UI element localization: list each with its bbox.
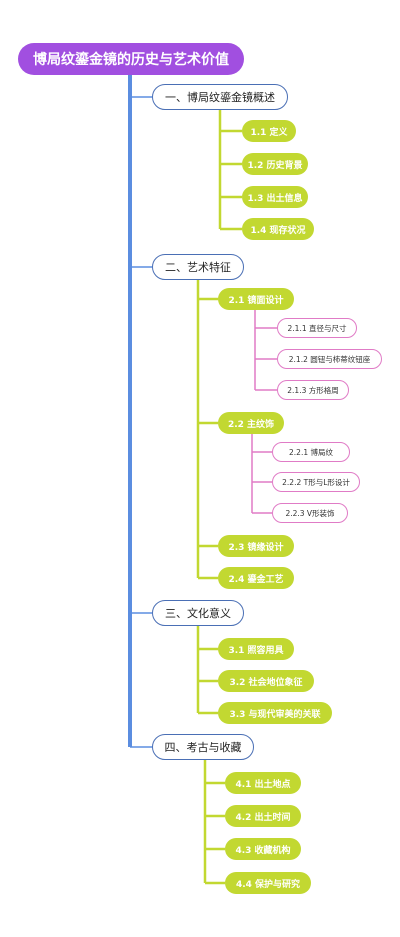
leaf-rim-design[interactable]: 2.3 镜缘设计 (218, 535, 294, 557)
subleaf-diameter-size[interactable]: 2.1.1 直径与尺寸 (277, 318, 357, 338)
subleaf-square-frame[interactable]: 2.1.3 方形格周 (277, 380, 349, 400)
section-cultural-meaning[interactable]: 三、文化意义 (152, 600, 244, 626)
section-overview[interactable]: 一、博局纹鎏金镜概述 (152, 84, 288, 110)
leaf-excavation-info[interactable]: 1.3 出土信息 (242, 186, 308, 208)
leaf-social-status[interactable]: 3.2 社会地位象征 (218, 670, 314, 692)
leaf-excavation-site[interactable]: 4.1 出土地点 (225, 772, 301, 794)
leaf-gilding-craft[interactable]: 2.4 鎏金工艺 (218, 567, 294, 589)
leaf-modern-aesthetics[interactable]: 3.3 与现代审美的关联 (218, 702, 332, 724)
leaf-excavation-time[interactable]: 4.2 出土时间 (225, 805, 301, 827)
leaf-current-status[interactable]: 1.4 现存状况 (242, 218, 314, 240)
subleaf-v-decoration[interactable]: 2.2.3 V形装饰 (272, 503, 348, 523)
subleaf-boju-pattern[interactable]: 2.2.1 博局纹 (272, 442, 350, 462)
leaf-collection-institution[interactable]: 4.3 收藏机构 (225, 838, 301, 860)
leaf-grooming-tool[interactable]: 3.1 照容用具 (218, 638, 294, 660)
root-topic[interactable]: 博局纹鎏金镜的历史与艺术价值 (18, 43, 244, 75)
leaf-mirror-design[interactable]: 2.1 镜面设计 (218, 288, 294, 310)
leaf-protection-research[interactable]: 4.4 保护与研究 (225, 872, 311, 894)
section-art-features[interactable]: 二、艺术特征 (152, 254, 244, 280)
subleaf-knob-seat[interactable]: 2.1.2 圆钮与柿蒂纹钮座 (277, 349, 382, 369)
leaf-main-pattern[interactable]: 2.2 主纹饰 (218, 412, 284, 434)
leaf-definition[interactable]: 1.1 定义 (242, 120, 296, 142)
leaf-history-background[interactable]: 1.2 历史背景 (242, 153, 308, 175)
section-archaeology-collection[interactable]: 四、考古与收藏 (152, 734, 254, 760)
subleaf-t-l-design[interactable]: 2.2.2 T形与L形设计 (272, 472, 360, 492)
